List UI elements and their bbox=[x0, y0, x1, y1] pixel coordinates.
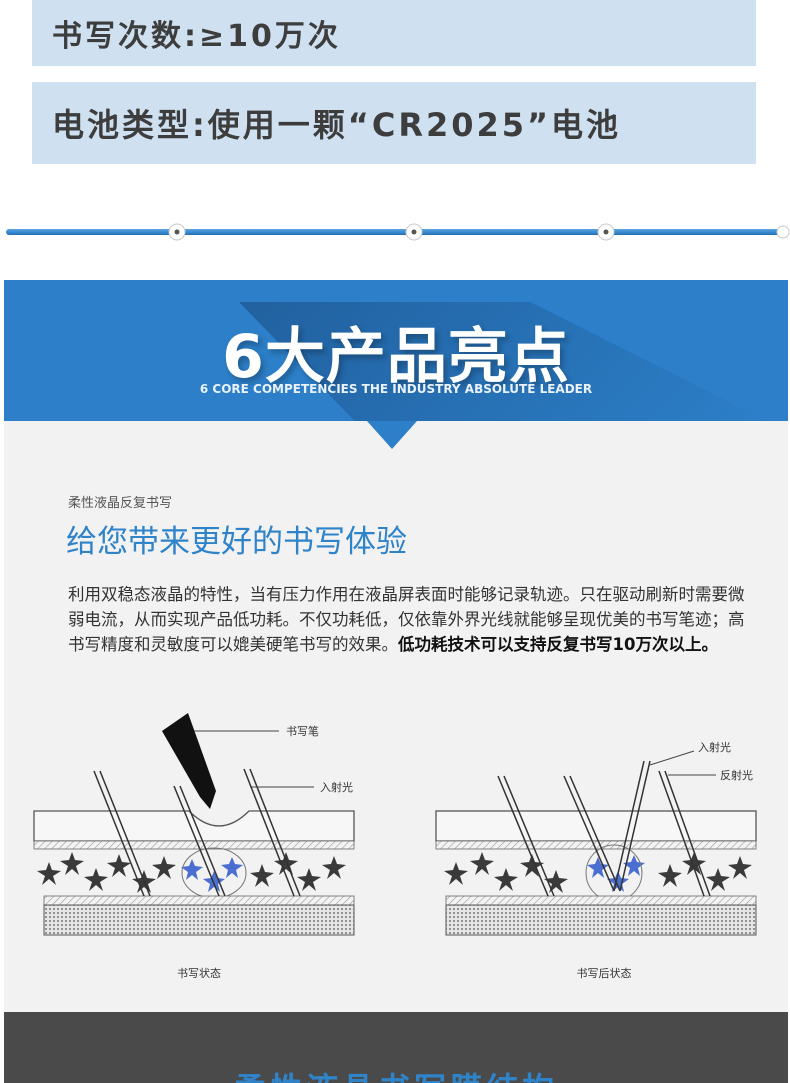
spec-write-count-text: 书写次数:≥10万次 bbox=[52, 19, 341, 54]
divider-node-1 bbox=[168, 223, 186, 241]
stylus-pen-icon bbox=[162, 713, 216, 809]
spec-battery-text: 电池类型:使用一颗“CR2025”电池 bbox=[52, 106, 622, 144]
feature-kicker: 柔性液晶反复书写 bbox=[68, 496, 173, 511]
liquid-crystal-layer-left bbox=[37, 847, 346, 899]
banner-pointer bbox=[367, 421, 417, 449]
banner-subtitle: 6 CORE COMPETENCIES THE INDUSTRY ABSOLUT… bbox=[199, 382, 593, 396]
pen-label: 书写笔 bbox=[286, 724, 319, 738]
after-writing-caption: 书写后状态 bbox=[577, 966, 632, 980]
diagram-after-writing-state: 入射光 反射光 书写后状态 bbox=[435, 740, 757, 980]
structure-section-title: 柔性液晶书写膜结构 bbox=[4, 1064, 788, 1083]
divider-node-3 bbox=[597, 223, 615, 241]
incident-light-label-left: 入射光 bbox=[320, 780, 353, 794]
divider-node-4 bbox=[776, 225, 790, 239]
feature-panel: 柔性液晶反复书写 给您带来更好的书写体验 利用双稳态液晶的特性，当有压力作用在液… bbox=[4, 421, 788, 1012]
structure-section-header: 柔性液晶书写膜结构 bbox=[4, 1012, 788, 1083]
feature-paragraph: 利用双稳态液晶的特性，当有压力作用在液晶屏表面时能够记录轨迹。只在驱动刷新时需要… bbox=[68, 582, 748, 657]
banner-title: 6大产品亮点 bbox=[222, 322, 570, 392]
feature-paragraph-text: 利用双稳态液晶的特性，当有压力作用在液晶屏表面时能够记录轨迹。只在驱动刷新时需要… bbox=[68, 585, 745, 654]
diagram-writing-state: 书写笔 入射光 书写状态 bbox=[33, 713, 355, 980]
spec-write-count: 书写次数:≥10万次 bbox=[32, 0, 756, 66]
feature-paragraph-bold: 低功耗技术可以支持反复书写10万次以上。 bbox=[398, 635, 718, 654]
reflected-light-label: 反射光 bbox=[720, 768, 753, 782]
feature-headline: 给您带来更好的书写体验 bbox=[66, 524, 407, 560]
divider-node-2 bbox=[405, 223, 423, 241]
spec-battery: 电池类型:使用一颗“CR2025”电池 bbox=[32, 82, 756, 164]
section-divider bbox=[6, 223, 790, 241]
writing-state-caption: 书写状态 bbox=[177, 966, 221, 980]
incident-light-label-right: 入射光 bbox=[698, 740, 731, 754]
highlights-banner: 6大产品亮点 6 CORE COMPETENCIES THE INDUSTRY … bbox=[4, 280, 788, 421]
lcd-writing-diagram: 书写笔 入射光 书写状态 bbox=[33, 713, 757, 980]
